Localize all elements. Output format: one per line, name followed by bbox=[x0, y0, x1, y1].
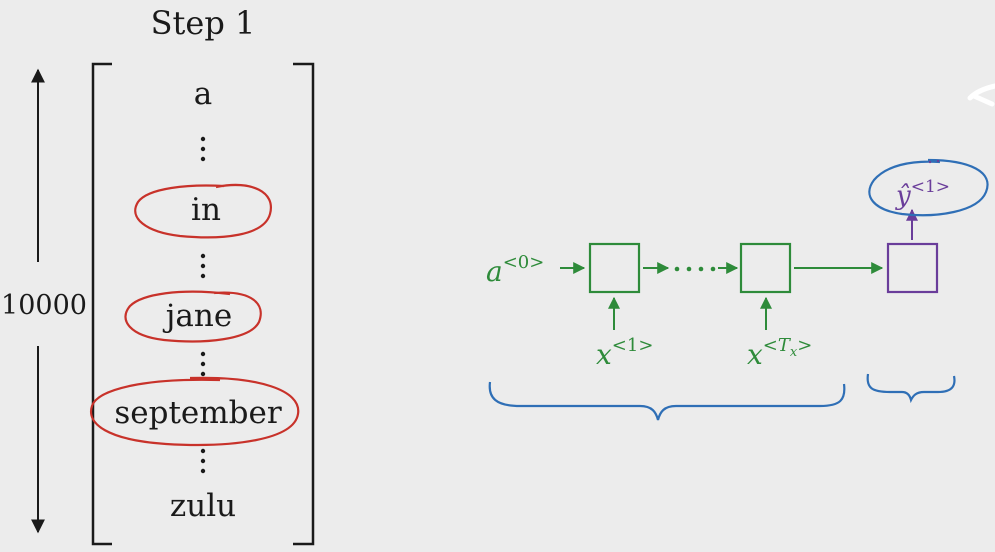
encoder-cell-last bbox=[739, 242, 792, 294]
highlight-circle-in bbox=[134, 183, 273, 239]
output-dots bbox=[928, 159, 940, 164]
decoder-cell bbox=[886, 242, 939, 294]
input-last-label: x<Tx> bbox=[747, 335, 812, 371]
output-base: ŷ bbox=[895, 181, 911, 211]
encoder-cell-first bbox=[588, 242, 641, 294]
horizontal-ellipsis bbox=[674, 266, 716, 272]
input-first-sup: <1> bbox=[612, 335, 654, 356]
step-title: Step 1 bbox=[151, 4, 256, 42]
vocab-word-a: a bbox=[194, 76, 212, 112]
vertical-ellipsis-2 bbox=[200, 253, 206, 279]
input-first-label: x<1> bbox=[596, 335, 653, 371]
input-first-base: x bbox=[596, 338, 612, 371]
vertical-ellipsis-4 bbox=[200, 448, 206, 474]
vocab-size-label: 10000 bbox=[1, 290, 87, 321]
vocab-word-in: in bbox=[191, 192, 221, 228]
stray-mark bbox=[967, 83, 995, 107]
initial-activation-base: a bbox=[486, 255, 503, 288]
vertical-ellipsis-3 bbox=[200, 351, 206, 377]
initial-activation-label: a<0> bbox=[486, 252, 544, 288]
decoder-brace bbox=[866, 373, 956, 404]
output-sup: <1> bbox=[911, 177, 950, 197]
output-label: ŷ<1> bbox=[895, 177, 950, 211]
vocab-word-september: september bbox=[114, 395, 281, 431]
highlight-circle-jane bbox=[124, 290, 262, 343]
input-last-sup-sub: x bbox=[790, 345, 798, 360]
vertical-ellipsis-1 bbox=[200, 136, 206, 162]
vocab-word-zulu: zulu bbox=[170, 488, 236, 524]
input-last-sup-open: < bbox=[763, 335, 778, 356]
output-highlight-circle bbox=[868, 158, 989, 217]
input-last-base: x bbox=[747, 338, 763, 371]
highlight-circle-september bbox=[89, 376, 300, 447]
vector-left-bracket bbox=[91, 62, 112, 546]
vocab-word-jane: jane bbox=[163, 298, 232, 334]
input-last-sup-var: T bbox=[778, 335, 792, 356]
initial-activation-sup: <0> bbox=[503, 252, 545, 273]
encoder-brace bbox=[488, 381, 846, 421]
input-last-sup-close: > bbox=[797, 335, 812, 356]
vector-right-bracket bbox=[293, 62, 315, 546]
